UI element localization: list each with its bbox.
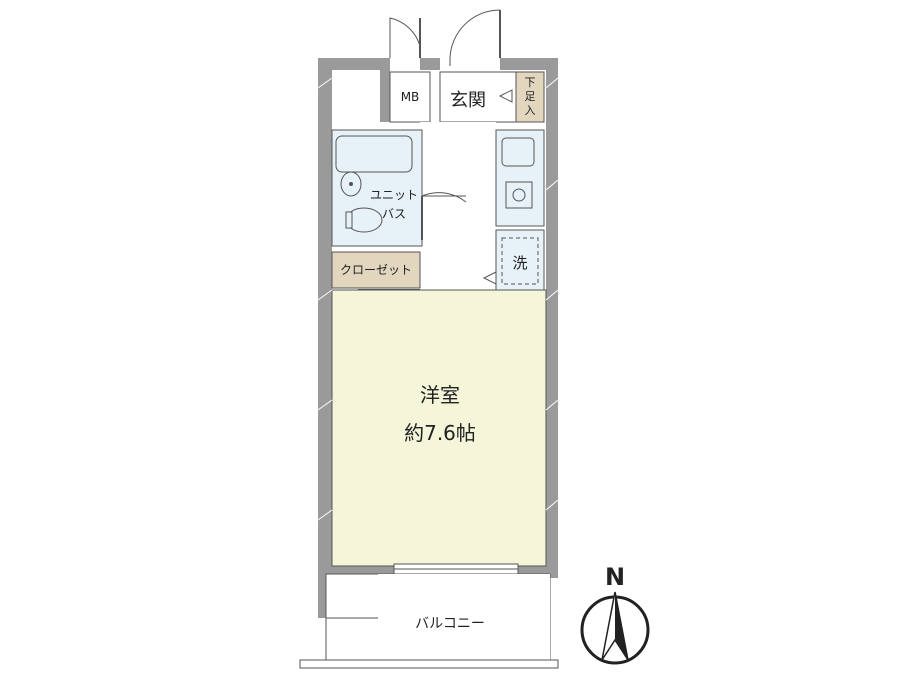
balcony-label: バルコニー — [415, 616, 485, 632]
north-label: N — [605, 563, 625, 591]
mb-label: MB — [401, 90, 420, 104]
washer-space: 洗 — [482, 229, 545, 291]
balcony-window[interactable] — [393, 563, 519, 575]
shoe-box-label-1: 下 — [525, 76, 536, 89]
closet-label: クローゼット — [340, 263, 412, 277]
western-room-size: 約7.6帖 — [404, 421, 476, 445]
mb-space: MB — [389, 71, 431, 123]
bathtub-icon — [335, 135, 413, 173]
washer-label: 洗 — [512, 254, 527, 272]
unit-bath-label-2: バス — [382, 207, 406, 221]
unit-bath-label-1: ユニット — [370, 188, 418, 202]
kitchen — [495, 129, 545, 227]
entrance-door[interactable] — [449, 9, 501, 66]
stove-icon — [505, 181, 533, 209]
western-room-label: 洋室 — [420, 383, 460, 407]
shoe-box: 下 足 入 — [515, 71, 545, 123]
shoe-box-label-3: 入 — [525, 104, 536, 117]
mb-door[interactable] — [389, 17, 421, 58]
shoe-box-label-2: 足 — [525, 90, 536, 103]
entrance: 玄関 — [439, 71, 517, 123]
unit-bath: ユニット バス — [331, 129, 423, 247]
window-marks — [317, 77, 559, 521]
balcony: バルコニー — [299, 573, 559, 669]
north-compass: N — [580, 563, 650, 665]
kitchen-sink-icon — [501, 137, 535, 167]
corridor — [420, 122, 496, 290]
closet: クローゼット — [331, 251, 421, 308]
entrance-label: 玄関 — [450, 90, 486, 111]
bath-door[interactable] — [421, 192, 467, 240]
western-room: 洋室 約7.6帖 — [331, 289, 547, 567]
